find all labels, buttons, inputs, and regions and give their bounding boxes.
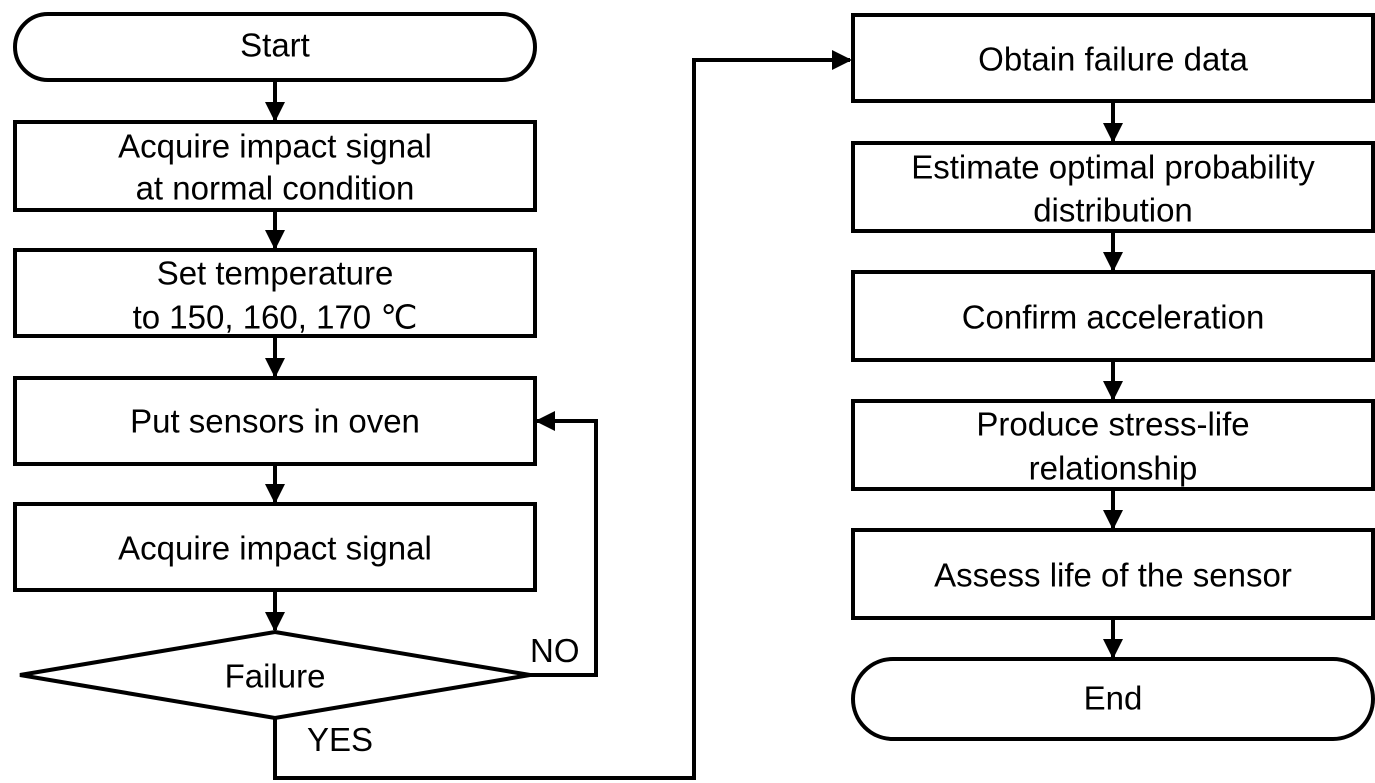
yes-branch-label: YES (307, 721, 373, 758)
end-terminal (851, 657, 1375, 741)
assess-life-label: Assess life of the sensor (934, 557, 1292, 594)
acquire-signal-label: Acquire impact signal (118, 530, 432, 567)
assess-life-box (851, 528, 1375, 620)
set-temperature-label-line1: Set temperature (157, 255, 394, 292)
start-label: Start (240, 27, 310, 64)
yes-branch-connector (273, 50, 852, 780)
estimate-distribution-box (851, 141, 1375, 233)
stress-life-box (851, 399, 1375, 491)
estimate-distribution-label-line1: Estimate optimal probability (911, 149, 1315, 186)
end-label: End (1084, 680, 1143, 717)
set-temperature-box (13, 248, 537, 338)
put-sensors-box (13, 376, 537, 466)
failure-label: Failure (225, 658, 326, 695)
stress-life-label-line1: Produce stress-life (976, 406, 1249, 443)
set-temperature-label-line2: to 150, 160, 170 ℃ (133, 299, 418, 336)
no-branch-loop (530, 411, 598, 677)
acquire-normal-box (13, 120, 537, 212)
no-branch-label: NO (530, 632, 580, 669)
obtain-failure-box (851, 13, 1375, 103)
obtain-failure-label: Obtain failure data (978, 41, 1248, 78)
confirm-acceleration-box (851, 270, 1375, 362)
acquire-normal-label-line1: Acquire impact signal (118, 128, 432, 165)
acquire-normal-label-line2: at normal condition (136, 170, 415, 207)
put-sensors-label: Put sensors in oven (130, 403, 420, 440)
estimate-distribution-label-line2: distribution (1033, 192, 1193, 229)
stress-life-label-line2: relationship (1029, 450, 1198, 487)
confirm-acceleration-label: Confirm acceleration (962, 299, 1265, 336)
